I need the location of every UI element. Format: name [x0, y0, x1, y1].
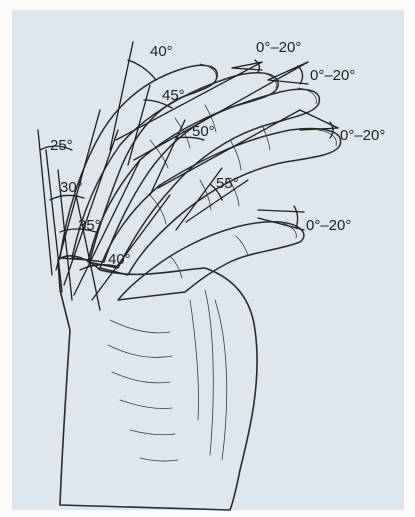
label-dip-middle: 0°–20°: [310, 67, 355, 84]
label-pip-middle: 45°: [162, 87, 185, 104]
label-dip-little: 0°–20°: [306, 217, 351, 234]
label-mcp-little: 40°: [108, 251, 131, 268]
label-mcp-ring: 35°: [78, 217, 101, 234]
label-pip-index: 40°: [150, 43, 173, 60]
label-dip-ring: 0°–20°: [340, 127, 385, 144]
label-mcp-index: 25°: [50, 137, 73, 154]
label-pip-little: 55°: [216, 175, 239, 192]
label-mcp-middle: 30°: [60, 179, 83, 196]
label-dip-index: 0°–20°: [256, 39, 301, 56]
label-pip-ring: 50°: [192, 123, 215, 140]
